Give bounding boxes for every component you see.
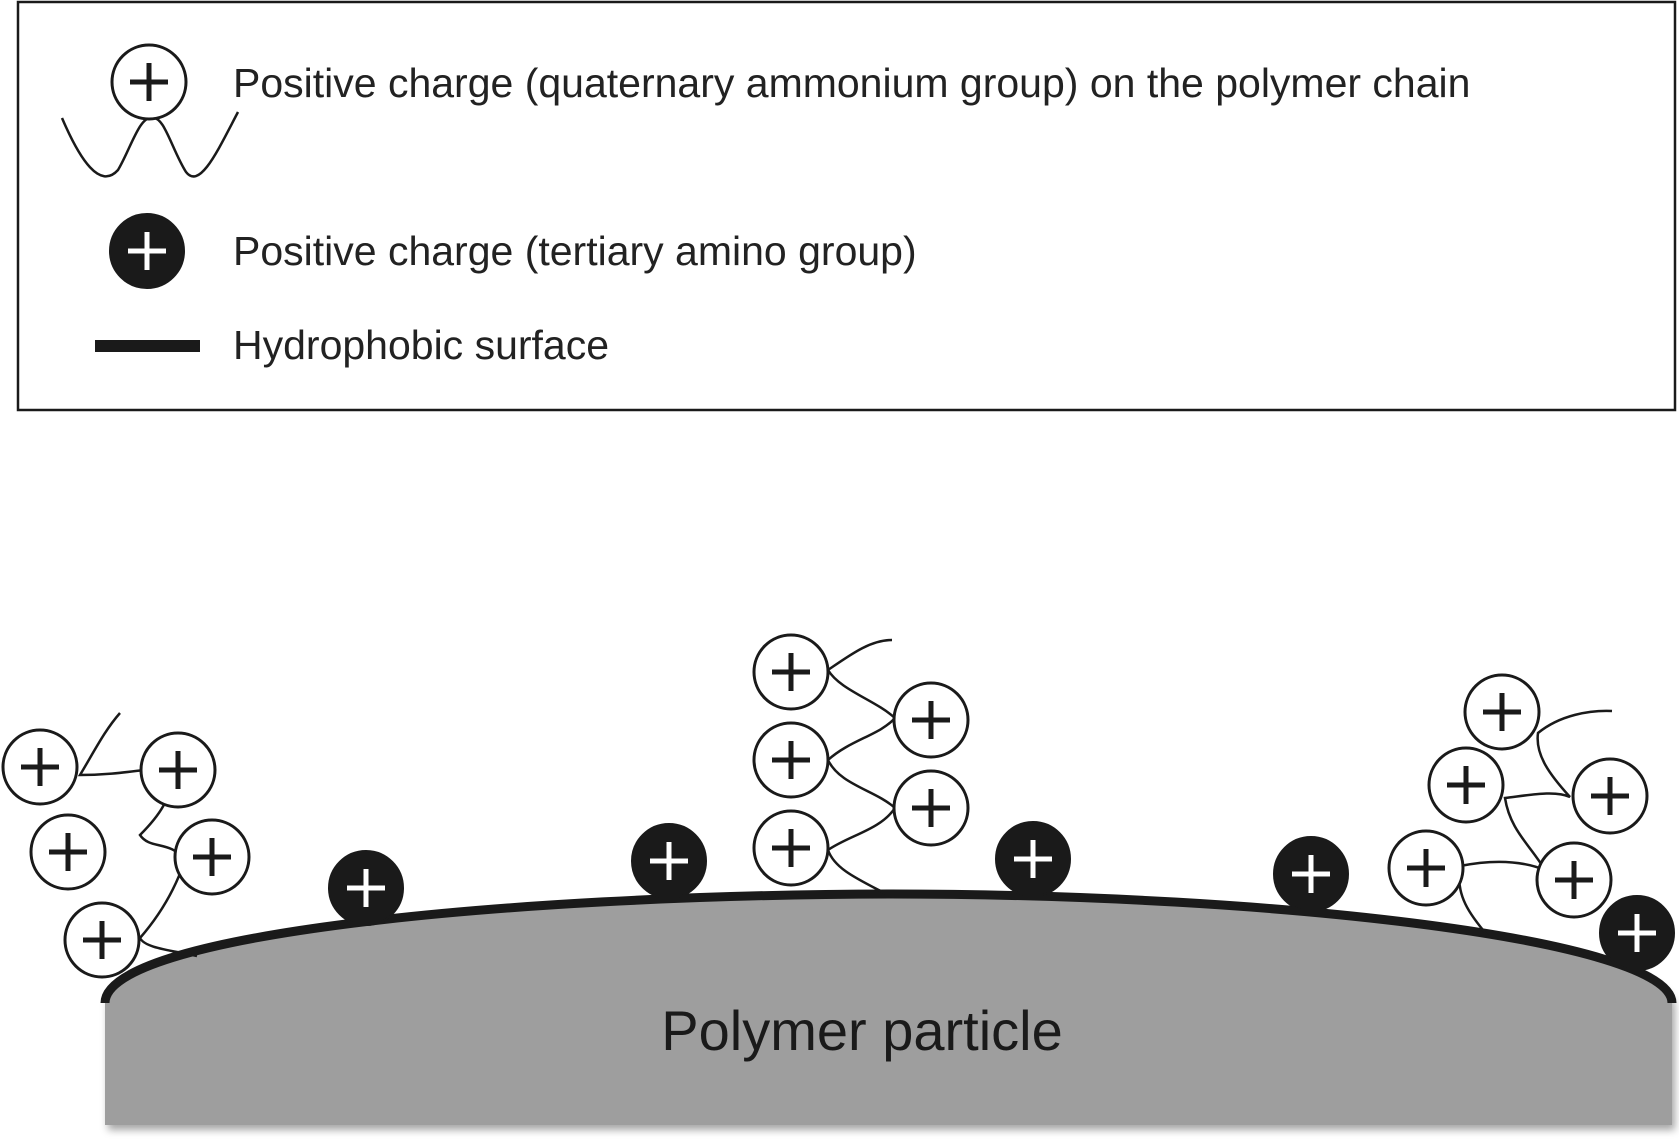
solid-charge — [1599, 895, 1675, 971]
open-charge — [1535, 841, 1613, 919]
open-charge — [752, 721, 830, 799]
polymer-particle: Polymer particle — [100, 889, 1677, 1125]
legend-item-tertiary: Positive charge (tertiary amino group) — [109, 213, 917, 289]
particle-body — [105, 894, 1672, 1125]
chain-cluster-left — [1, 712, 251, 979]
legend-label-tertiary: Positive charge (tertiary amino group) — [233, 228, 917, 274]
open-charge — [1387, 829, 1465, 907]
open-charge — [63, 901, 141, 979]
legend-item-hydrophobic: Hydrophobic surface — [95, 322, 609, 368]
solid-charge — [328, 850, 404, 926]
legend: Positive charge (quaternary ammonium gro… — [16, 0, 1677, 412]
surface-solid-charges — [328, 821, 1675, 971]
open-charge — [752, 633, 830, 711]
legend-item-quaternary: Positive charge (quaternary ammonium gro… — [60, 43, 1470, 178]
open-charge — [29, 813, 107, 891]
legend-border — [16, 0, 1677, 412]
solid-charge — [1273, 836, 1349, 912]
open-charge — [1427, 746, 1505, 824]
open-charge — [1463, 673, 1541, 751]
open-charge — [892, 769, 970, 847]
legend-label-quaternary: Positive charge (quaternary ammonium gro… — [233, 60, 1470, 106]
hydrophobic-surface — [100, 889, 1677, 1004]
polymer-chain-center — [826, 638, 897, 899]
legend-open-charge — [110, 43, 188, 121]
open-charge — [173, 818, 251, 896]
solid-charge — [995, 821, 1071, 897]
open-charge — [752, 809, 830, 887]
chain-cluster-right — [1387, 673, 1649, 937]
open-charge — [1, 728, 79, 806]
solid-charge — [631, 823, 707, 899]
legend-label-hydrophobic: Hydrophobic surface — [233, 322, 609, 368]
open-plus-charge-on-chain-icon — [60, 43, 240, 178]
open-charge — [892, 681, 970, 759]
open-charge — [1571, 757, 1649, 835]
solid-plus-charge-icon — [109, 213, 185, 289]
chain-cluster-center — [752, 633, 970, 899]
thick-line-icon — [95, 340, 200, 352]
particle-label: Polymer particle — [661, 999, 1062, 1062]
open-charge — [139, 731, 217, 809]
polymer-chain-left — [77, 712, 198, 958]
